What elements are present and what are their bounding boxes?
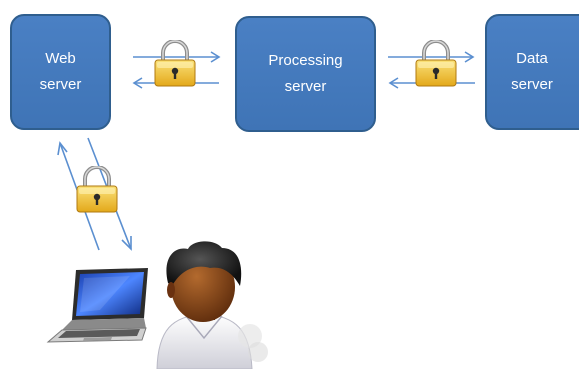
user-icon: [156, 241, 268, 369]
padlock-icon: [75, 166, 119, 214]
web-server-box: Web server: [10, 14, 111, 130]
processing-server-label-line1: Processing: [268, 52, 343, 69]
data-server-label-line1: Data: [516, 50, 548, 67]
arrow-processing-to-data: [388, 51, 475, 63]
laptop-icon: [46, 268, 148, 343]
padlock-icon: [153, 40, 197, 88]
data-server-box: Data server: [485, 14, 579, 130]
processing-server-label-line2: server: [284, 78, 327, 95]
arrow-web-to-processing: [133, 51, 221, 63]
web-server-label-line1: Web: [45, 50, 76, 67]
padlock-icon: [414, 40, 458, 88]
data-server-label-line2: server: [511, 76, 553, 93]
web-server-label-line2: server: [39, 76, 82, 93]
processing-server-box: Processing server: [235, 16, 376, 132]
